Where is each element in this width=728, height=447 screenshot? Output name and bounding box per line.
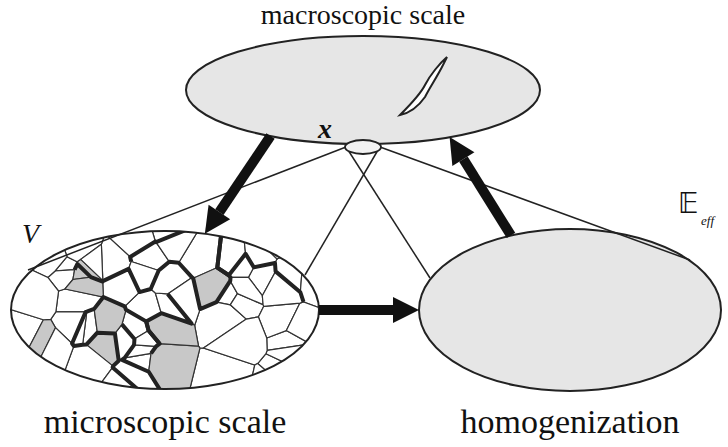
ellipse-border [419, 229, 721, 391]
volume-symbol: V [22, 220, 39, 248]
zoom-line [28, 147, 346, 270]
grain-cell [37, 328, 74, 385]
zoom-line [348, 150, 430, 278]
zoom-line [305, 150, 378, 275]
ellipse-border [186, 36, 540, 144]
grain-cell [5, 356, 22, 395]
microstructure-ellipse: Vmicroscopic scale [10, 230, 320, 390]
material-point-ellipse [345, 140, 381, 154]
macroscopic-ellipse: macroscopic scalex [185, 35, 541, 145]
flow-arrow [463, 159, 511, 235]
grain-cell [285, 363, 314, 388]
crack-path [198, 225, 303, 302]
crack-path [72, 297, 163, 395]
grain-structure [5, 225, 325, 395]
flow-arrow [319, 305, 393, 315]
zoom-line [380, 147, 690, 260]
crack-path [75, 225, 231, 309]
grain-cell [203, 317, 267, 365]
homogenized-ellipse: 𝔼effhomogenization [418, 228, 722, 392]
grain-cell [266, 344, 325, 364]
effective-tensor-symbol: 𝔼 [678, 190, 698, 218]
process-heading: homogenization [460, 405, 679, 439]
scale-heading: microscopic scale [44, 405, 287, 439]
grain-cell [81, 244, 103, 280]
grain-cell [258, 354, 294, 393]
grain-cell [291, 356, 325, 395]
tensor-subscript: eff [701, 214, 714, 227]
ellipse-outline [10, 230, 320, 390]
ellipse-fill [186, 36, 540, 144]
ellipse-border [11, 231, 319, 389]
ellipse-fill [419, 229, 721, 391]
grain-cell [288, 225, 325, 269]
flow-arrow [219, 136, 270, 212]
point-symbol: x [318, 115, 332, 143]
ellipse-outline [185, 35, 541, 145]
ellipse-outline [418, 228, 722, 392]
macro-crack [400, 57, 447, 115]
grain-cell [230, 277, 263, 304]
scale-heading: macroscopic scale [261, 1, 465, 29]
